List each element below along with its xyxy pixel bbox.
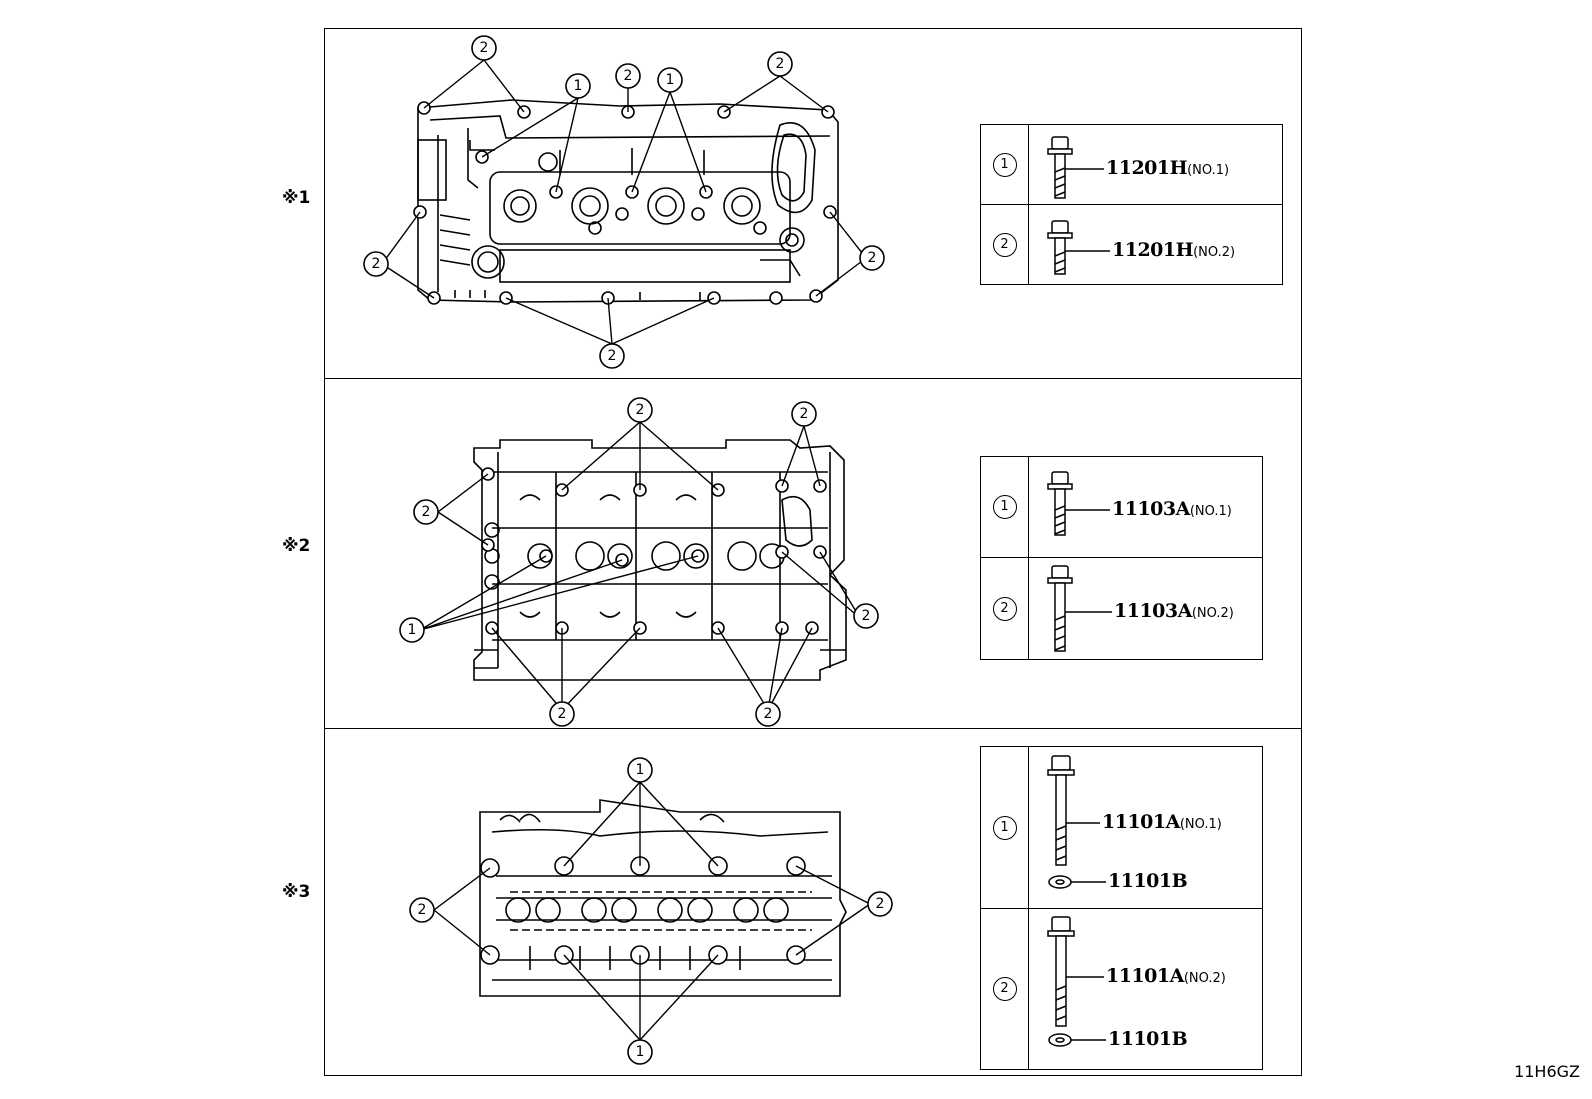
callout-2: 2	[480, 40, 489, 56]
callout-2: 2	[876, 896, 885, 912]
reference-code: 11H6GZ	[1514, 1062, 1580, 1081]
part-number: 11103A(NO.1)	[1112, 498, 1232, 520]
bolt-icon	[1047, 220, 1073, 275]
callout-2: 2	[422, 504, 431, 520]
callout-2: 2	[862, 608, 871, 624]
cam-housing-bolt-holes	[481, 467, 827, 635]
cylinder-head-drawing	[479, 799, 847, 997]
legend-row: 2	[981, 205, 1282, 284]
callout-2: 2	[776, 56, 785, 72]
callout-2: 2	[800, 406, 809, 422]
bolt-icon	[1047, 565, 1073, 652]
callout-1: 1	[574, 78, 583, 94]
diagram-frame	[324, 28, 1302, 1076]
callout-1: 1	[636, 1044, 645, 1060]
bolt-icons	[1047, 136, 1075, 1047]
callout-1: 1	[408, 622, 417, 638]
legend-row: 1	[981, 457, 1262, 558]
callout-2: 2	[868, 250, 877, 266]
bolt-icon	[1047, 471, 1073, 536]
legend-number: 1	[992, 495, 1017, 519]
section-label-3: ※3	[282, 882, 311, 902]
bolt-icon	[1047, 916, 1075, 1047]
section-label-1: ※1	[282, 188, 311, 208]
cylinder-head-callouts: 1 2 2 1	[409, 757, 893, 1065]
legend-row: 2	[981, 909, 1262, 1069]
callout-2: 2	[558, 706, 567, 722]
section-cam-housing	[325, 379, 1301, 729]
legend-row: 1	[981, 747, 1262, 909]
callout-1: 1	[666, 72, 675, 88]
callout-2: 2	[418, 902, 427, 918]
legend-number: 1	[992, 815, 1017, 840]
washer-part-number: 11101B	[1108, 1028, 1188, 1050]
washer-part-number: 11101B	[1108, 870, 1188, 892]
legend-number: 1	[992, 152, 1017, 177]
part-number: 11201H(NO.2)	[1112, 239, 1236, 261]
cam-cover-leaders	[381, 59, 867, 345]
section-label-2: ※2	[282, 536, 311, 556]
bolt-icon	[1047, 136, 1073, 199]
cam-housing-drawing	[473, 439, 847, 681]
cam-cover-callouts: 2 1 2 1 2 2 2 2	[363, 35, 885, 369]
callout-2: 2	[636, 402, 645, 418]
cam-housing-leaders	[419, 421, 861, 711]
section-cam-cover	[325, 29, 1301, 379]
cylinder-head-leaders	[433, 781, 871, 1041]
legend-row: 1	[981, 125, 1282, 205]
callout-2: 2	[624, 68, 633, 84]
part-number: 11101A(NO.2)	[1106, 965, 1226, 987]
legend-row: 2	[981, 558, 1262, 659]
cam-cover-drawing	[417, 99, 839, 303]
legend-number: 2	[992, 977, 1017, 1001]
part-number: 11103A(NO.2)	[1114, 600, 1234, 622]
callout-1: 1	[636, 762, 645, 778]
part-leaders	[1065, 168, 1112, 1041]
callout-2: 2	[372, 256, 381, 272]
callout-2: 2	[608, 348, 617, 364]
callout-2: 2	[764, 706, 773, 722]
legend-table-2: 1 2	[980, 456, 1263, 660]
legend-number: 2	[992, 232, 1017, 257]
legend-table-3: 1 2	[980, 746, 1263, 1070]
legend-number: 2	[992, 596, 1017, 621]
legend-table-1: 1 2	[980, 124, 1283, 285]
part-number: 11201H(NO.1)	[1106, 157, 1230, 179]
cam-housing-callouts: 2 2 2 1 2 2 2	[399, 397, 879, 727]
part-number: 11101A(NO.1)	[1102, 811, 1222, 833]
